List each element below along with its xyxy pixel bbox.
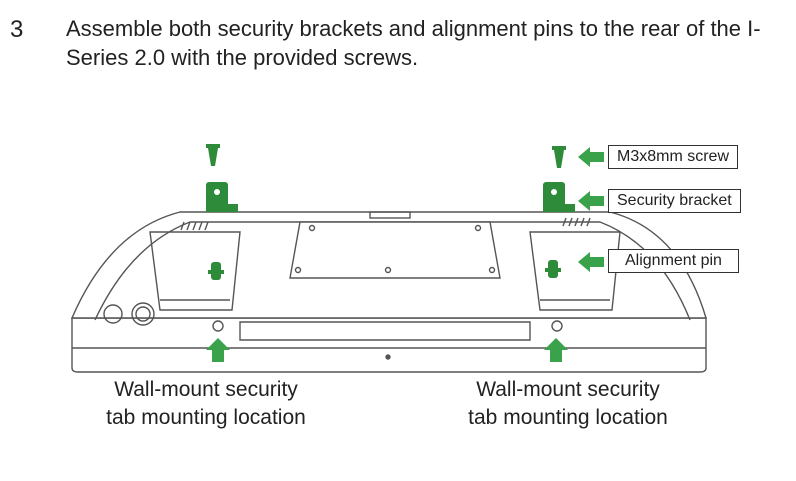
bracket-callout: Security bracket xyxy=(608,189,741,213)
left-location-line-2: tab mounting location xyxy=(106,406,306,429)
device-body xyxy=(70,211,707,373)
right-screw-icon xyxy=(552,146,566,168)
bracket-arrow-icon xyxy=(578,191,604,211)
right-location-line-1: Wall-mount security xyxy=(476,378,660,401)
step-instruction: Assemble both security brackets and alig… xyxy=(66,16,761,70)
pin-callout: Alignment pin xyxy=(608,249,739,273)
left-location-arrow-icon xyxy=(206,338,230,362)
right-location-arrow-icon xyxy=(544,338,568,362)
right-alignment-pin-icon xyxy=(545,260,561,278)
right-location-line-2: tab mounting location xyxy=(468,406,668,429)
pin-arrow-icon xyxy=(578,252,604,272)
right-bracket-icon xyxy=(543,182,575,212)
left-screw-icon xyxy=(206,144,220,166)
step-number: 3 xyxy=(10,16,24,43)
right-location-label: Wall-mount security tab mounting locatio… xyxy=(438,376,698,432)
screw-callout: M3x8mm screw xyxy=(608,145,739,169)
left-bracket-icon xyxy=(206,182,238,212)
left-location-line-1: Wall-mount security xyxy=(114,378,298,401)
screw-arrow-icon xyxy=(578,147,604,167)
left-location-label: Wall-mount security tab mounting locatio… xyxy=(76,376,336,432)
left-alignment-pin-icon xyxy=(208,262,224,280)
